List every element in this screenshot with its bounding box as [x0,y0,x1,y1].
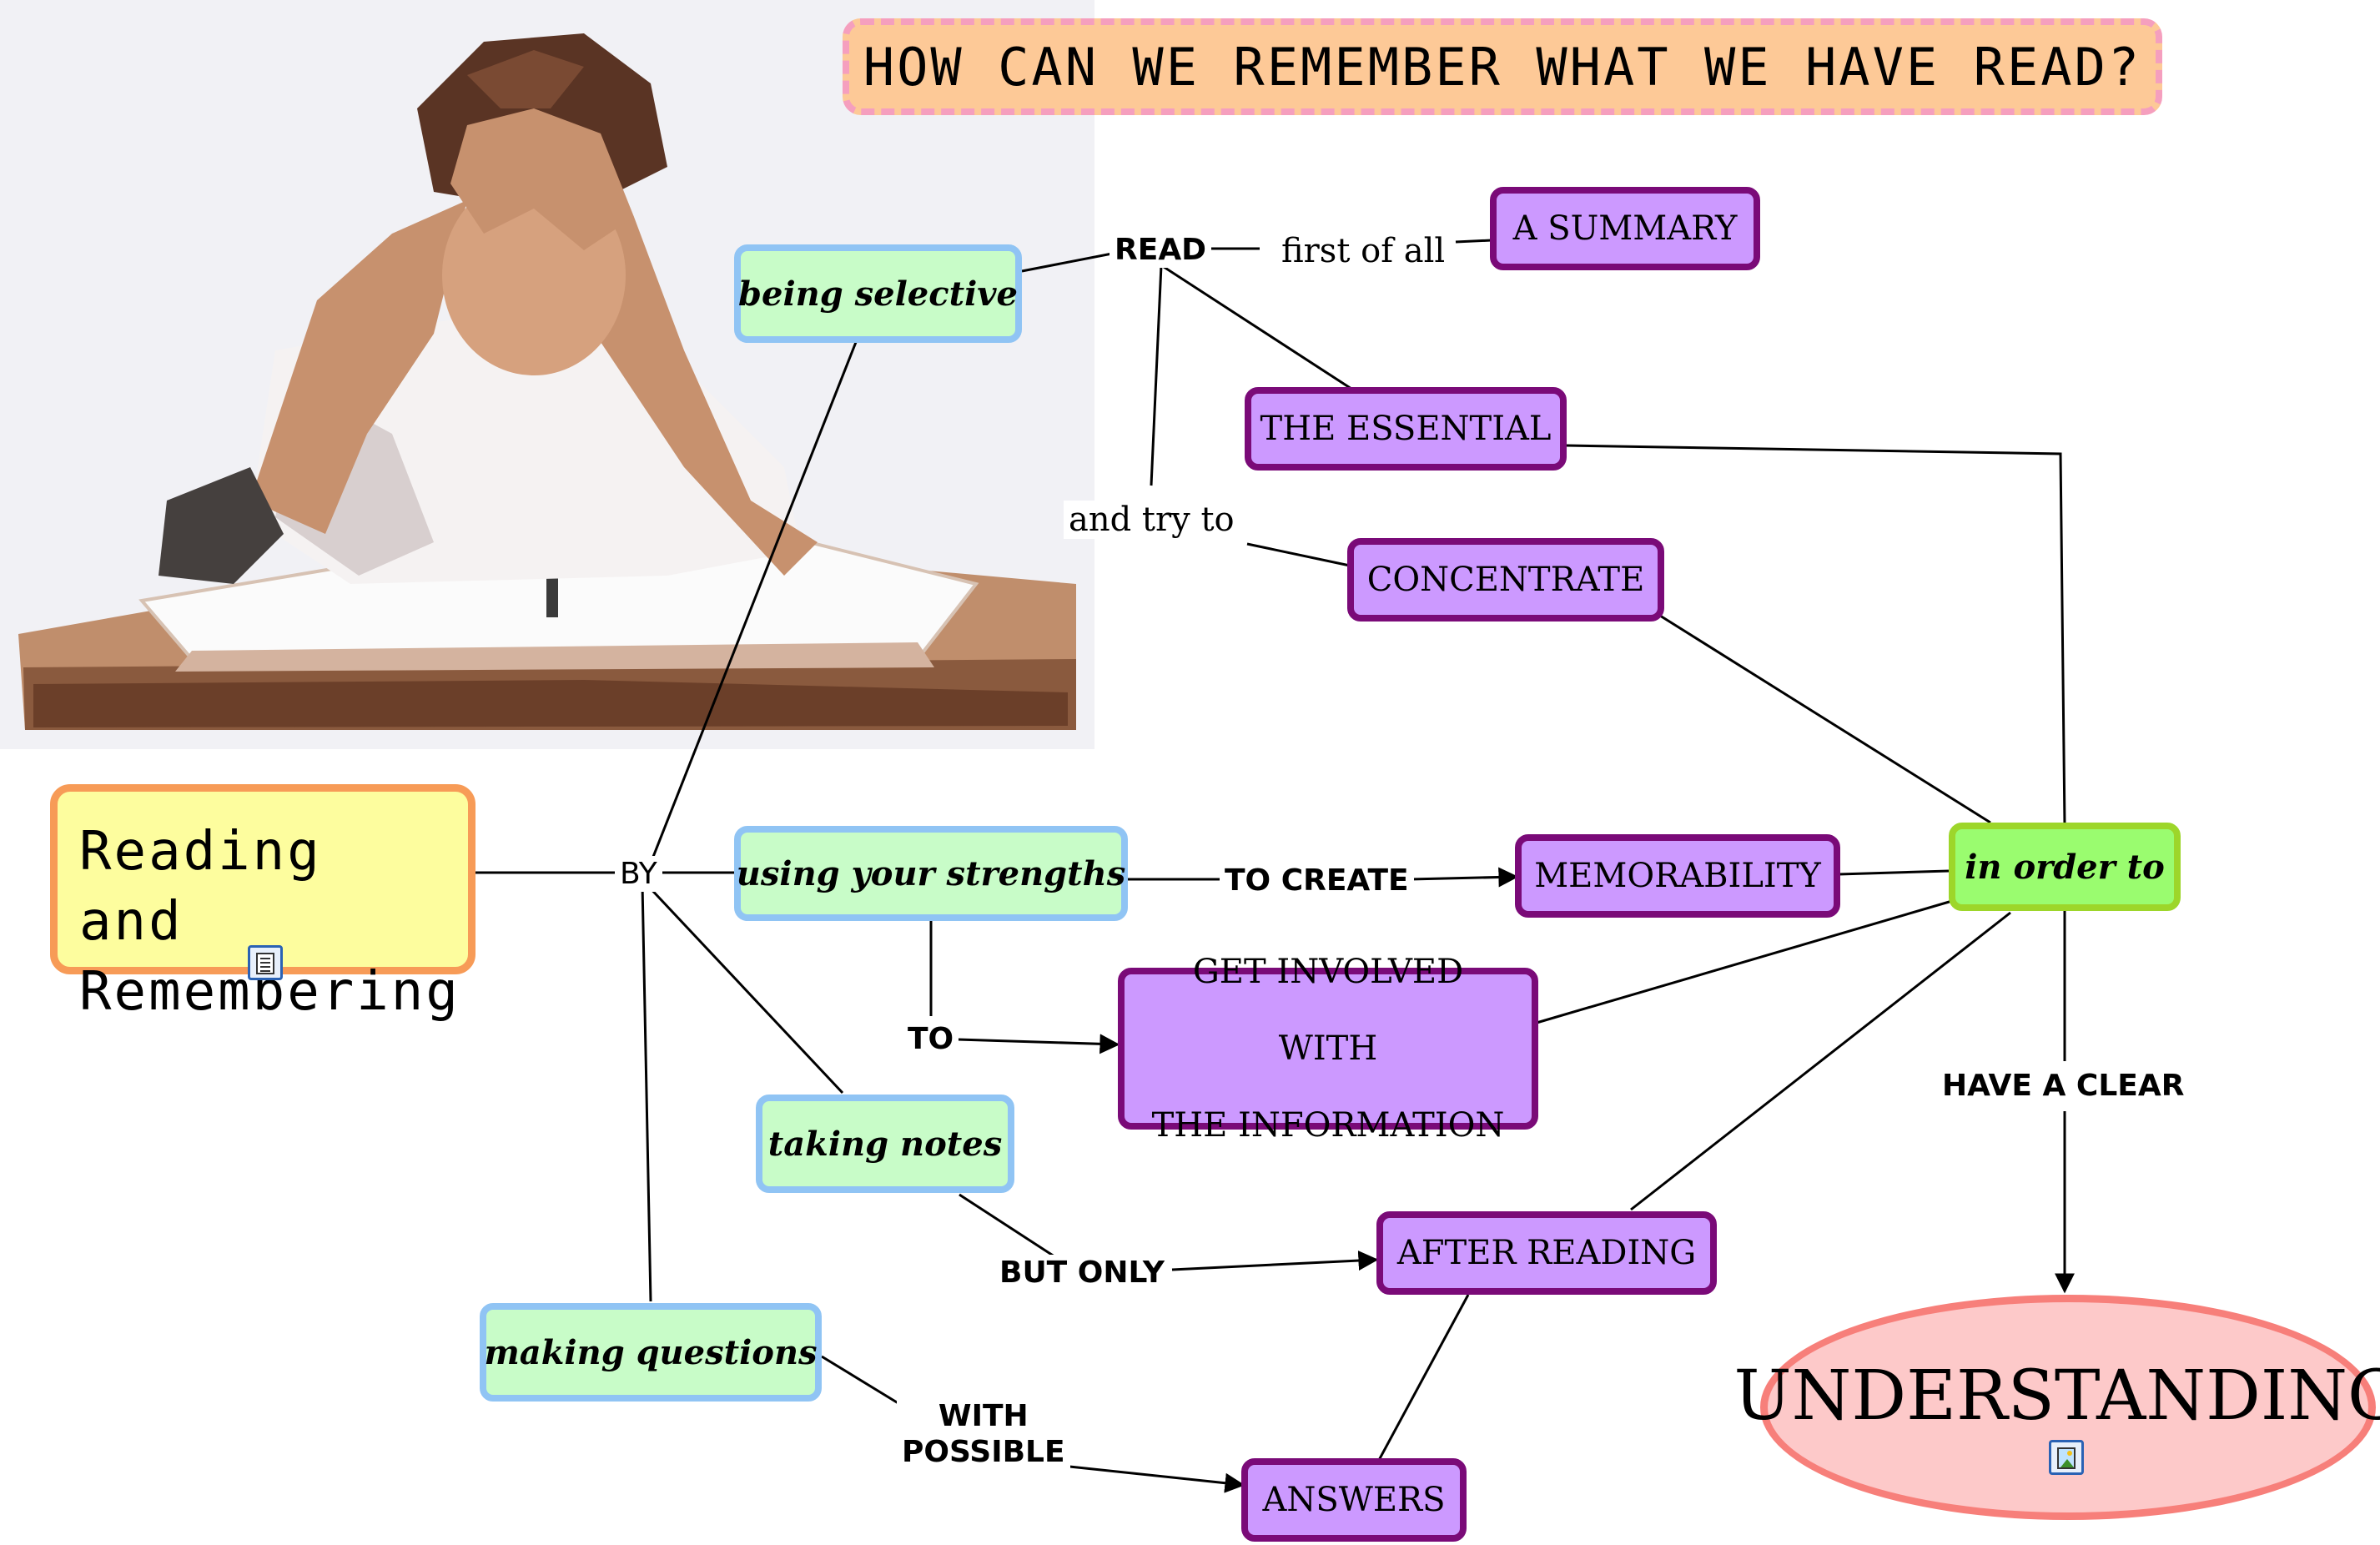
main-topic-text: Reading and Remembering [79,817,460,1027]
line-concentrate-to-inorderto [1659,614,1991,824]
outcome-answers[interactable]: ANSWERS [1241,1458,1467,1542]
link-but-only: BUT ONLY [994,1255,1170,1291]
link-with-possible-line1: WITH [938,1399,1029,1433]
outcome-get-involved-line1: GET INVOLVED WITH [1192,953,1464,1068]
line-read-to-andtryto [1150,264,1163,486]
line-notes-to-butonly [959,1193,1060,1261]
method-taking-notes-label: taking notes [767,1124,1003,1164]
method-taking-notes[interactable]: taking notes [756,1095,1014,1193]
outcome-concentrate-label: CONCENTRATE [1366,561,1645,599]
image-attachment-icon-glyph [2057,1447,2076,1469]
line-andtryto-to-concentrate [1246,542,1351,567]
line-selective-to-read [1021,252,1113,273]
page-title-text: HOW CAN WE REMEMBER WHAT WE HAVE READ? [863,36,2142,98]
line-by-to-notes [645,883,844,1095]
method-using-strengths-label: using your strengths [736,853,1126,893]
outcome-essential-label: THE ESSENTIAL [1260,410,1552,448]
left-arm [250,200,467,534]
outcome-after-reading[interactable]: AFTER READING [1376,1211,1717,1295]
line-read-to-essential [1160,264,1352,390]
in-order-to-label: in order to [1965,847,2165,887]
main-topic-node[interactable]: Reading and Remembering [50,784,475,1023]
hands [450,108,634,250]
understanding-label: UNDERSTANDING [1733,1356,2380,1436]
method-making-questions-label: making questions [484,1332,818,1372]
document-attachment-icon[interactable] [248,945,283,980]
link-to: TO [903,1021,959,1058]
in-order-to-node[interactable]: in order to [1949,823,2181,911]
line-to-to-getinvolved [957,1034,1120,1054]
link-with-possible-line2: POSSIBLE [902,1435,1065,1470]
elbow-dark [158,467,284,584]
line-tocreate-to-memorability [1409,867,1519,888]
book-shadow [175,642,934,672]
outcome-summary-label: A SUMMARY [1512,209,1738,248]
stressed-student-illustration [0,0,1094,749]
desk-shadow [33,680,1068,727]
line-essential-to-inorderto [1566,444,2066,827]
link-with-possible: WITH POSSIBLE [897,1398,1070,1471]
understanding-goal-node[interactable]: UNDERSTANDING [1734,1295,2380,1520]
link-read: READ [1109,232,1212,269]
link-first-of-all: first of all [1276,232,1451,270]
outcome-memorability[interactable]: MEMORABILITY [1515,834,1840,918]
outcome-get-involved-line2: THE INFORMATION [1151,1106,1505,1145]
link-and-try-to: and try to [1064,501,1240,539]
outcome-summary[interactable]: A SUMMARY [1490,187,1760,270]
line-questions-to-withpossible [821,1355,902,1407]
line-by-to-selective [641,333,861,885]
line-afterreading-to-inorderto [1630,911,2011,1211]
line-answers-to-afterreading [1376,1294,1470,1462]
link-by: BY [615,856,662,893]
method-being-selective[interactable]: being selective [734,244,1022,343]
page-title: HOW CAN WE REMEMBER WHAT WE HAVE READ? [843,18,2162,115]
line-withpossible-to-answers [1069,1465,1245,1493]
right-arm [584,142,818,576]
main-topic-line1: Reading and [79,821,322,953]
line-getinvolved-to-inorderto [1536,899,1953,1024]
hair-highlight [467,50,584,108]
link-have-a-clear: HAVE A CLEAR [1937,1068,2190,1105]
outcome-get-involved[interactable]: GET INVOLVED WITH THE INFORMATION [1118,953,1538,1145]
line-firstofall-to-summary [1455,239,1492,244]
line-memorability-to-inorderto [1838,869,1950,876]
link-to-create: TO CREATE [1220,863,1414,899]
image-attachment-icon[interactable] [2049,1440,2084,1475]
outcome-concentrate[interactable]: CONCENTRATE [1347,538,1664,622]
method-being-selective-label: being selective [738,274,1018,314]
outcome-answers-label: ANSWERS [1262,1481,1446,1519]
outcome-essential[interactable]: THE ESSENTIAL [1245,387,1567,471]
outcome-memorability-label: MEMORABILITY [1534,857,1821,895]
document-attachment-icon-glyph [256,953,274,974]
line-by-to-questions [641,883,652,1302]
method-using-strengths[interactable]: using your strengths [734,826,1128,921]
outcome-after-reading-label: AFTER READING [1396,1234,1697,1272]
line-butonly-to-afterreading [1171,1251,1379,1271]
method-making-questions[interactable]: making questions [480,1303,822,1402]
